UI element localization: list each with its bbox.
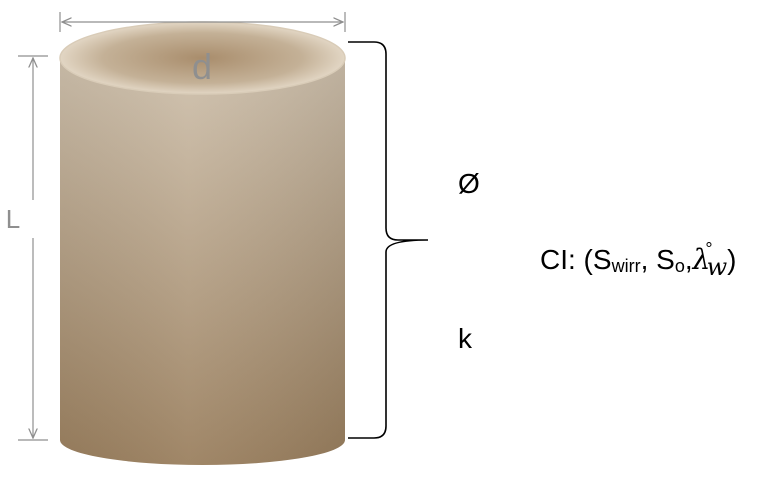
ci-s-sub-2: o (675, 256, 685, 276)
ci-prefix: CI: ( (540, 244, 594, 275)
permeability-label: k (458, 323, 473, 354)
ci-sep-1: , (641, 244, 657, 275)
ci-lambda-subscript: w (707, 253, 728, 281)
ci-sep-2: , (685, 244, 693, 275)
ci-s-main-1: S (593, 244, 612, 275)
curly-brace (348, 41, 429, 439)
length-dimension: L (6, 55, 48, 441)
diameter-dimension: d (59, 12, 346, 87)
length-label: L (6, 204, 20, 234)
cylinder-body-shading (60, 58, 345, 465)
ci-s-main-2: S (656, 244, 675, 275)
ci-s-sub-1: wirr (611, 256, 641, 276)
ci-lambda-symbol: λ (692, 243, 711, 276)
ci-lambda-superscript: ° (705, 239, 712, 259)
diameter-label: d (192, 46, 212, 87)
initial-conditions-label: CI: (Swirr, So,λ°w) (540, 239, 736, 281)
porosity-label: Ø (458, 168, 480, 199)
core-cylinder (59, 21, 346, 465)
ci-suffix: ) (727, 244, 736, 275)
